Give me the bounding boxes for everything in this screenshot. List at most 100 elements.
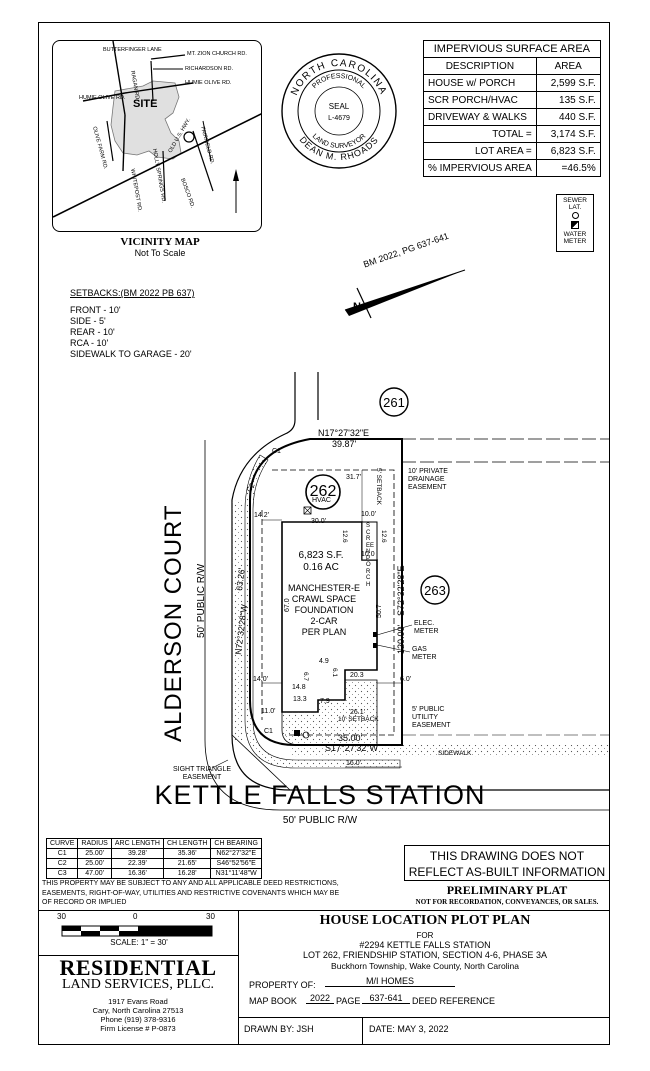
lot-number-261: 261 (383, 395, 405, 410)
not-asbuilt-line: REFLECT AS-BUILT INFORMATION (408, 865, 606, 879)
page-value: 637-641 (362, 993, 410, 1004)
seal-license: L-4679 (328, 115, 350, 122)
water-label: WATER METER (563, 231, 587, 245)
plan-title: HOUSE LOCATION PLOT PLAN (319, 913, 531, 928)
curve-table: CURVE RADIUS ARC LENGTH CH LENGTH CH BEA… (45, 838, 262, 879)
top-distance: 39.87' (332, 439, 357, 449)
scale-tick: 0 (133, 912, 138, 921)
scale-tick: 30 (57, 912, 66, 921)
setback-item: SIDE - 5' (70, 316, 106, 326)
sight-triangle-label: SIGHT TRIANGLE EASEMENT (172, 766, 232, 781)
sewer-icon (571, 212, 579, 219)
scale-tick: 30 (206, 912, 215, 921)
map-book-value: 2022 (306, 993, 334, 1004)
road-label: BUTTERFINGER LANE (103, 47, 162, 53)
sidewalk-label: SIDEWALK (438, 750, 472, 757)
company-name-1: RESIDENTIAL (59, 955, 217, 980)
dim: 12.6 (380, 530, 387, 543)
road-label: RICHARDSON RD. (185, 66, 233, 72)
dim: 14.0' (253, 676, 268, 683)
title-for: FOR (416, 931, 434, 940)
dim: 7.9 (320, 698, 330, 705)
svg-text:N: N (353, 301, 361, 313)
title-block-divider (238, 1017, 610, 1019)
vicinity-map-subtitle: Not To Scale (134, 248, 186, 258)
setbacks-title: SETBACKS:(BM 2022 PB 637) (70, 288, 195, 298)
dim: 50.7 (376, 604, 383, 618)
company-line: Cary, North Carolina 27513 (92, 1006, 184, 1015)
title-township: Buckhorn Township, Wake County, North Ca… (331, 961, 519, 971)
road-label: RAGAN RD. (129, 70, 140, 102)
curve-cell: 39.28' (110, 848, 164, 859)
curve-cell: S46°52'56"E (210, 858, 262, 869)
surveyor-seal: NORTH CAROLINA DEAN M. RHOADS PROFESSION… (280, 52, 398, 170)
vicinity-map-title: VICINITY MAP (120, 236, 200, 248)
title-address: #2294 KETTLE FALLS STATION (359, 940, 491, 950)
gas-meter-label: GAS METER (412, 646, 437, 661)
company-line: Firm License # P-0873 (100, 1024, 176, 1033)
street-name-alderson: ALDERSON COURT (160, 504, 187, 742)
curve-header: RADIUS (77, 838, 112, 849)
house-desc-line: CRAWL SPACE (291, 594, 357, 604)
curve-header: ARC LENGTH (110, 838, 164, 849)
hvac-label: HVAC (312, 497, 331, 504)
water-meter-icon (571, 221, 579, 229)
dim: 14.8 (292, 684, 306, 691)
lot-number-262: 262 (309, 483, 337, 500)
title-block-divider (38, 955, 238, 957)
utility-legend: SEWER LAT. WATER METER (556, 194, 594, 252)
dim: 6.1 (331, 668, 338, 678)
setback-item: RCA - 10' (70, 338, 109, 348)
curve-label-c1: C1 (272, 448, 281, 455)
curve-cell: N62°27'32"E (210, 848, 262, 859)
property-of-label: PROPERTY OF: (249, 980, 316, 990)
dim: 12.6 (341, 530, 348, 543)
front-setback-label: 10' SETBACK (338, 716, 379, 723)
dim: 6.7 (302, 672, 309, 682)
company-line: 1917 Evans Road (108, 997, 168, 1006)
curve-cell: 22.39' (110, 858, 164, 869)
map-book-label: MAP BOOK (249, 996, 297, 1006)
setbacks-block: SETBACKS:(BM 2022 PB 637) FRONT - 10' SI… (70, 288, 195, 360)
dim: 13.3 (293, 696, 307, 703)
curve-cell: 21.65' (162, 858, 212, 869)
scale-bar (56, 914, 222, 954)
setback-item: FRONT - 10' (70, 305, 121, 315)
street-row-alderson: 50' PUBLIC R/W (196, 563, 207, 638)
north-arrow: N (335, 258, 475, 322)
lot-number-263: 263 (424, 583, 446, 598)
dim: 14.2' (254, 512, 269, 519)
prelim-sub: NOT FOR RECORDATION, CONVEYANCES, OR SAL… (415, 898, 599, 906)
dim: 16.0' (346, 760, 361, 767)
setback-item: REAR - 10' (70, 327, 115, 337)
curve-header: CURVE (45, 838, 79, 849)
bottom-bearing: S17°27'32"W (325, 743, 379, 753)
dim: 67.0 (284, 598, 291, 612)
curve-cell: C1 (45, 848, 79, 859)
setback-item: SIDEWALK TO GARAGE - 20' (70, 349, 192, 359)
not-asbuilt-box: THIS DRAWING DOES NOT REFLECT AS-BUILT I… (404, 845, 610, 881)
disclaimer-text: THIS PROPERTY MAY BE SUBJECT TO ANY AND … (42, 880, 340, 906)
scale-label: SCALE: 1" = 30' (110, 938, 168, 947)
page-label: PAGE (336, 996, 361, 1006)
top-bearing: N17°27'32"E (318, 428, 370, 438)
lot-area-ac: 0.16 AC (303, 562, 339, 573)
property-of-value: M/I HOMES (325, 976, 455, 987)
dim: 20.3 (350, 672, 364, 679)
lot-area: 6,823 S.F. 0.16 AC (285, 550, 357, 574)
deed-reference-label: DEED REFERENCE (412, 996, 496, 1006)
right-distance: 120.00' (396, 624, 406, 654)
road-label: HUMIE OLIVE RD. (79, 95, 126, 101)
road-label: MT. ZION CHURCH RD. (187, 51, 247, 57)
dim: 30.0' (311, 518, 326, 525)
dim: 31.7' (346, 474, 361, 481)
curve-header: CH LENGTH (162, 838, 212, 849)
curve-cell: 25.00' (77, 858, 112, 869)
dim: 10.0 (361, 551, 375, 558)
house-description: MANCHESTER-E CRAWL SPACE FOUNDATION 2-CA… (285, 583, 363, 638)
house-desc-line: MANCHESTER-E (287, 583, 360, 593)
curve-cell: C2 (45, 858, 79, 869)
vicinity-map-drawing: SITE BUTTERFINGER LANE MT. ZION CHURCH R… (53, 41, 261, 218)
company-address: 1917 Evans Road Cary, North Carolina 275… (38, 997, 238, 1033)
dim: 11.0' (261, 708, 276, 715)
